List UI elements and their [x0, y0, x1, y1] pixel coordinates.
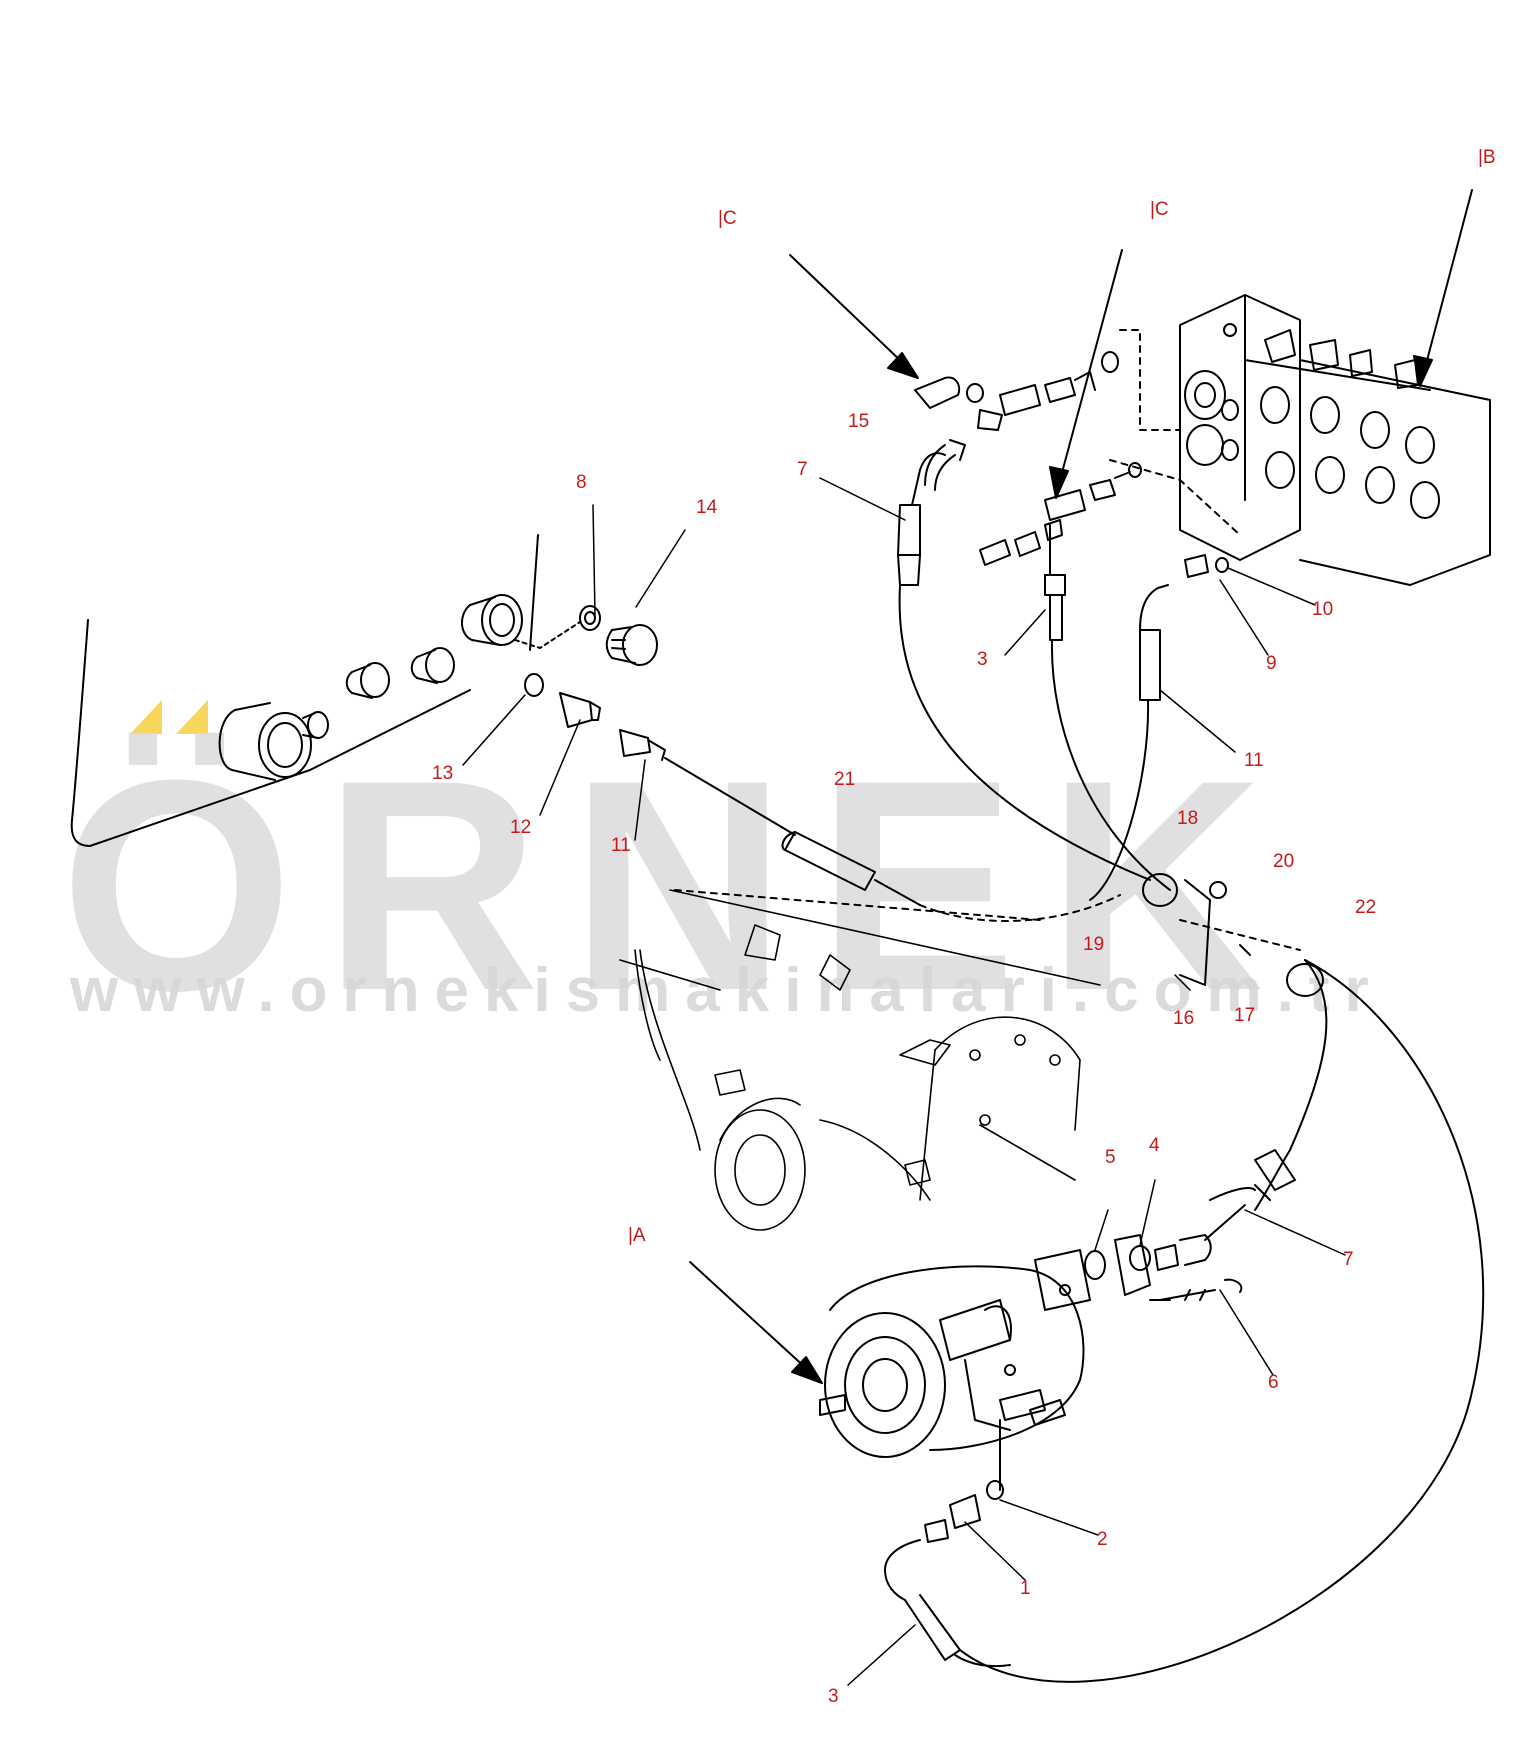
callout-label: 16 — [1173, 1008, 1195, 1029]
accent-mark — [130, 700, 162, 734]
callout-label: 13 — [432, 763, 454, 784]
leader-lines — [462, 477, 1346, 1686]
callout-label: 3 — [977, 649, 988, 670]
callout-label: 18 — [1177, 808, 1199, 829]
hose-7-lower — [1209, 1149, 1296, 1201]
watermark-brand: ÖRNEK — [60, 717, 1294, 1053]
callout-label: 14 — [696, 497, 718, 518]
callout-label: 6 — [1268, 1372, 1279, 1393]
frame-outline — [70, 534, 539, 847]
callout-label: 11 — [611, 835, 631, 856]
callout-label: 20 — [1273, 851, 1295, 872]
arrow-a — [689, 1261, 823, 1384]
callout-label: 1 — [1020, 1578, 1031, 1599]
bracket-assembly — [959, 873, 1485, 1683]
hydraulic-pump — [819, 1249, 1091, 1491]
callout-label: 22 — [1355, 897, 1377, 918]
hose-11-right — [1089, 629, 1161, 901]
callout-label: 10 — [1312, 599, 1334, 620]
control-valve-block — [1179, 294, 1491, 586]
callout-label: |B — [1478, 147, 1496, 168]
hose-7-upper — [897, 452, 1151, 881]
callout-label: 3 — [828, 1686, 839, 1707]
arrow-b — [1413, 189, 1473, 387]
bushing-assembly — [218, 594, 581, 781]
accent-mark — [176, 700, 208, 734]
callout-label: 11 — [1244, 750, 1264, 771]
dashed-routing — [674, 329, 1301, 951]
callout-label: 5 — [1105, 1147, 1116, 1168]
callout-label: 17 — [1234, 1005, 1256, 1026]
arrow-c-right — [1049, 249, 1123, 499]
arrow-c-left — [789, 254, 919, 379]
callout-label: 9 — [1266, 653, 1277, 674]
callout-label: 7 — [1343, 1249, 1354, 1270]
callout-label: 12 — [510, 817, 532, 838]
callout-label: |C — [718, 208, 737, 229]
callout-label: 8 — [576, 472, 587, 493]
hose-sleeve-21 — [781, 831, 921, 906]
callout-label: 21 — [834, 769, 856, 790]
lower-fittings — [884, 1480, 1011, 1668]
watermark-accent-marks — [130, 700, 222, 739]
callout-label: |A — [628, 1225, 646, 1246]
callout-label: 2 — [1097, 1529, 1108, 1550]
callout-label: 7 — [797, 459, 808, 480]
axle-housing — [619, 889, 1101, 1231]
callout-label: 19 — [1083, 934, 1105, 955]
callout-label: 4 — [1149, 1135, 1160, 1156]
fitting-group-left — [524, 673, 796, 836]
callout-label: |C — [1150, 199, 1169, 220]
upper-fittings — [914, 351, 1229, 641]
callout-label: 15 — [848, 411, 870, 432]
plug-and-washer — [579, 605, 658, 666]
pump-outlet-fittings — [1084, 1184, 1271, 1301]
hose-3-upper — [1050, 639, 1171, 891]
